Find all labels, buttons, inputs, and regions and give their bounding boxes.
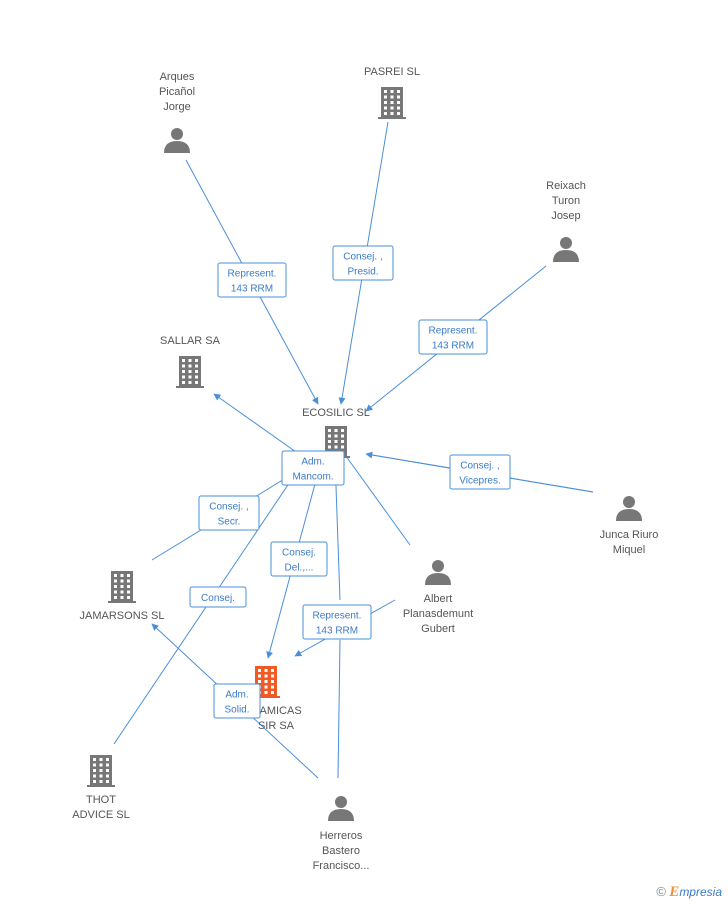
edge-label-text: Consej. xyxy=(282,548,316,559)
node-label: Reixach xyxy=(546,180,586,192)
node-label: PASREI SL xyxy=(364,66,420,78)
person-icon xyxy=(616,496,642,521)
edge-label-text: Represent. xyxy=(228,269,277,280)
node-label: Picañol xyxy=(159,86,195,98)
edge-label-box xyxy=(281,450,345,486)
node-label: Albert xyxy=(424,593,453,605)
edge-label-box xyxy=(189,586,247,608)
node-thot[interactable]: THOT ADVICE SL xyxy=(72,755,130,821)
edge-label-box xyxy=(213,683,261,719)
edge-label-e10[interactable]: Adm. Solid. xyxy=(213,683,261,719)
brand-initial: E xyxy=(669,884,680,900)
edge-label-e3[interactable]: Represent. 143 RRM xyxy=(418,319,488,355)
node-label: Josep xyxy=(551,210,580,222)
node-label: Herreros xyxy=(320,830,363,842)
edge-label-box xyxy=(332,245,394,281)
person-icon xyxy=(164,128,190,153)
edge-label-text: Represent. xyxy=(313,611,362,622)
empresia-footer[interactable]: © Empresia xyxy=(656,884,722,901)
node-ecosilic[interactable]: ECOSILIC SL xyxy=(302,407,370,458)
edge-line xyxy=(342,451,411,546)
node-sallar[interactable]: SALLAR SA xyxy=(160,335,221,388)
edge-label-text: Solid. xyxy=(224,705,249,716)
edge-line xyxy=(213,393,297,453)
edge-line xyxy=(337,639,341,779)
edge-label-e4[interactable]: Adm. Mancom. xyxy=(281,450,345,486)
edge-label-text: 143 RRM xyxy=(231,284,273,295)
edge-label-text: Represent. xyxy=(429,326,478,337)
edge-label-box xyxy=(270,541,328,577)
edge-label-e9[interactable]: Represent. 143 RRM xyxy=(302,604,372,640)
node-pasrei[interactable]: PASREI SL xyxy=(364,66,420,119)
node-label: ECOSILIC SL xyxy=(302,407,370,419)
person-icon xyxy=(425,560,451,585)
node-label: ...AMICAS xyxy=(250,705,301,717)
edge-label-text: 143 RRM xyxy=(316,626,358,637)
copyright-symbol: © xyxy=(656,884,666,899)
person-icon xyxy=(328,796,354,821)
edge-label-e2[interactable]: Consej. , Presid. xyxy=(332,245,394,281)
edge-label-text: Mancom. xyxy=(292,472,333,483)
node-jamarsons[interactable]: JAMARSONS SL xyxy=(80,571,165,622)
node-label: THOT xyxy=(86,794,116,806)
node-label: Bastero xyxy=(322,845,360,857)
node-label: ADVICE SL xyxy=(72,809,129,821)
building-icon xyxy=(108,571,136,603)
edge-label-text: 143 RRM xyxy=(432,341,474,352)
edge-label-box xyxy=(302,604,372,640)
edge-label-box xyxy=(217,262,287,298)
edge-label-e7[interactable]: Consej. Del.,... xyxy=(270,541,328,577)
edge-label-text: Vicepres. xyxy=(459,476,501,487)
edge-label-text: Adm. xyxy=(225,690,248,701)
brand-name: mpresia xyxy=(679,885,722,899)
node-label: Jorge xyxy=(163,101,191,113)
edges-layer xyxy=(113,121,594,779)
node-label: JAMARSONS SL xyxy=(80,610,165,622)
building-icon xyxy=(176,356,204,388)
edge-label-text: Adm. xyxy=(301,457,324,468)
node-label: Planasdemunt xyxy=(403,608,473,620)
edge-label-text: Consej. , xyxy=(460,461,499,472)
person-icon xyxy=(553,237,579,262)
edge-label-text: Consej. , xyxy=(343,252,382,263)
edge-label-e6[interactable]: Consej. , Secr. xyxy=(198,495,260,531)
edge-label-text: Consej. , xyxy=(209,502,248,513)
node-label: Turon xyxy=(552,195,580,207)
node-label: Miquel xyxy=(613,544,645,556)
node-label: SIR SA xyxy=(258,720,295,732)
edge-label-text: Presid. xyxy=(347,267,378,278)
edge-label-e8[interactable]: Consej. xyxy=(189,586,247,608)
edge-labels-layer: Represent. 143 RRM Consej. , Presid. Represe… xyxy=(189,245,511,719)
edge-label-box xyxy=(449,454,511,490)
edge-label-e1[interactable]: Represent. 143 RRM xyxy=(217,262,287,298)
building-icon xyxy=(87,755,115,787)
node-label: Arques xyxy=(160,71,195,83)
edge-label-box xyxy=(198,495,260,531)
edge-label-text: Secr. xyxy=(218,517,241,528)
edge-label-e5[interactable]: Consej. , Vicepres. xyxy=(449,454,511,490)
node-herreros[interactable]: HerrerosBasteroFrancisco... xyxy=(313,796,370,872)
node-label: Francisco... xyxy=(313,860,370,872)
node-label: Gubert xyxy=(421,623,455,635)
edge-label-text: Del.,... xyxy=(285,563,314,574)
node-label: Junca Riuro xyxy=(600,529,659,541)
building-icon xyxy=(378,87,406,119)
edge-label-text: Consej. xyxy=(201,593,235,604)
edge-label-box xyxy=(418,319,488,355)
node-label: SALLAR SA xyxy=(160,335,221,347)
